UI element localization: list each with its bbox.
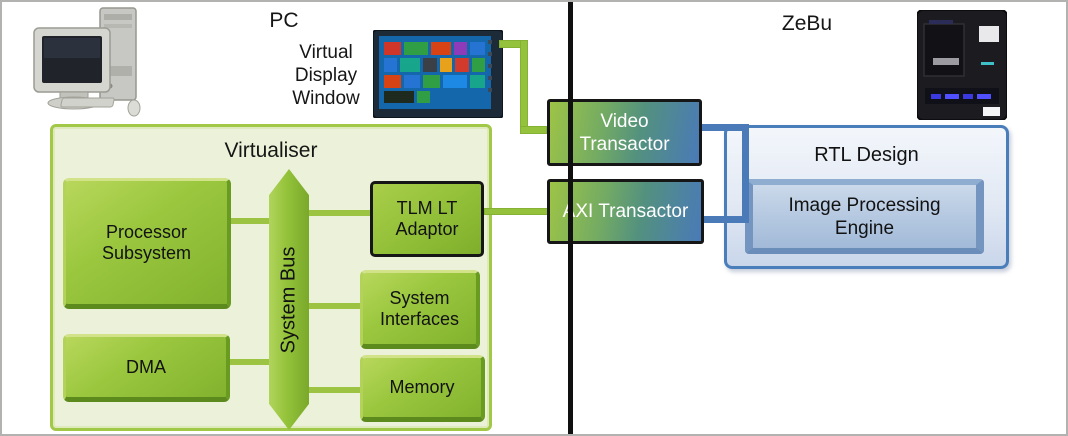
system-bus-block: System Bus — [269, 169, 309, 430]
dma-block: DMA — [63, 334, 230, 402]
axi-transactor-block: AXI Transactor — [547, 179, 704, 244]
connector-video-rtl-h — [702, 124, 749, 131]
rtl-design-title: RTL Design — [814, 143, 919, 166]
system-bus-label: System Bus — [277, 246, 300, 353]
memory-block: Memory — [360, 355, 485, 422]
image-processing-engine-block: Image Processing Engine — [745, 179, 984, 254]
connector-display-video-h2 — [520, 126, 547, 134]
system-interfaces-block: System Interfaces — [360, 270, 480, 349]
tlm-lt-adaptor-block: TLM LT Adaptor — [370, 181, 484, 257]
zebu-section-title: ZeBu — [781, 12, 833, 35]
connector-axi-ipe — [704, 216, 749, 223]
pc-computer-icon — [30, 6, 145, 118]
virtualiser-title: Virtualiser — [224, 139, 318, 162]
connector-bus-tlm — [305, 210, 371, 216]
virtual-display-window-label: Virtual Display Window — [292, 41, 360, 109]
connector-display-video-v — [520, 40, 528, 134]
connector-processor-bus — [231, 218, 273, 224]
connector-tlm-axi — [484, 208, 548, 215]
pc-section-title: PC — [269, 9, 299, 32]
connector-dma-bus — [230, 359, 273, 365]
zebu-emulator-icon — [916, 9, 1008, 121]
processor-subsystem-block: Processor Subsystem — [63, 178, 231, 309]
connector-video-rtl-v — [742, 124, 749, 223]
connector-bus-system-interfaces — [305, 303, 361, 309]
connector-bus-memory — [305, 387, 361, 393]
virtual-display-window-icon — [372, 29, 504, 119]
pc-zebu-divider — [568, 2, 573, 434]
